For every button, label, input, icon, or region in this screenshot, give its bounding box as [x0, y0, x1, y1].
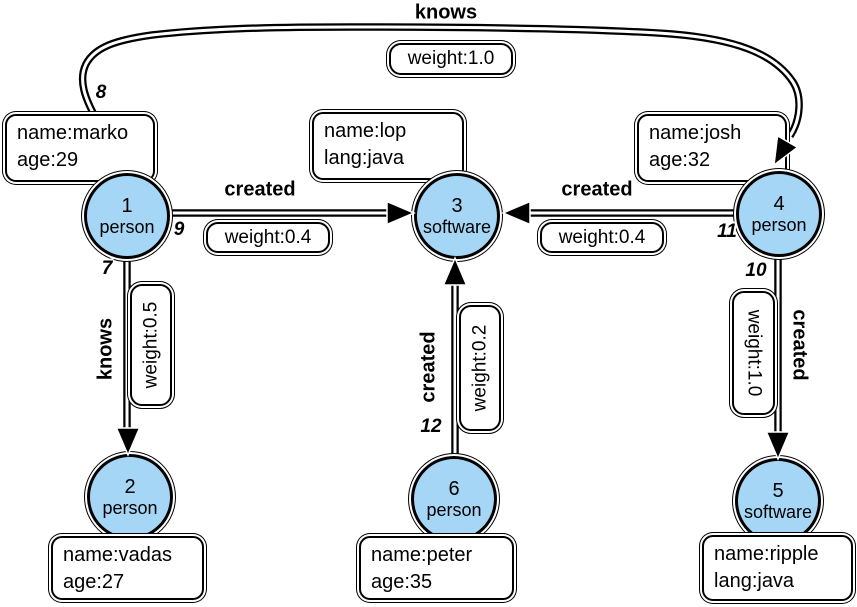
- node-type-label: person: [102, 498, 158, 518]
- node-type-label: software: [422, 217, 492, 237]
- property-line: name:ripple: [714, 543, 819, 565]
- edge-9-weight-box: weight:0.4: [206, 222, 330, 253]
- edge-11-arrowhead: [501, 200, 531, 226]
- property-line: lang:java: [324, 147, 405, 169]
- edge-12-arrowhead: [442, 256, 468, 286]
- edge-7-id: 7: [101, 258, 113, 279]
- node-id-label: 6: [448, 478, 460, 500]
- property-box-node-4: name:josh age:32: [637, 114, 787, 182]
- edge-10-id: 10: [745, 260, 767, 281]
- edge-12-weight-box: weight:0.2: [459, 305, 501, 431]
- property-line: name:peter: [371, 544, 473, 566]
- edge-10-arrowhead: [765, 431, 791, 461]
- edge-11-id: 11: [717, 221, 737, 242]
- property-line: age:29: [17, 149, 79, 171]
- edge-12-id: 12: [420, 416, 442, 437]
- edge-7-weight-box: weight:0.5: [130, 284, 172, 406]
- edge-8-id: 8: [95, 82, 107, 103]
- edge-11-weight-box: weight:0.4: [540, 222, 664, 253]
- node-id-label: 1: [121, 195, 133, 217]
- edge-7-arrowhead: [115, 427, 141, 457]
- property-line: age:32: [649, 149, 711, 171]
- property-line: name:marko: [17, 122, 129, 144]
- edge-8-line-core: [81, 25, 801, 137]
- property-line: name:vadas: [63, 544, 172, 566]
- edge-8-weight-box: weight:1.0: [389, 43, 513, 75]
- node-id-label: 5: [772, 480, 784, 502]
- node-type-label: person: [426, 500, 482, 520]
- property-box-node-6: name:peter age:35: [359, 536, 514, 600]
- edge-weight-label: weight:0.4: [558, 226, 646, 248]
- node-type-label: person: [99, 217, 155, 237]
- edge-weight-label: weight:0.5: [140, 301, 161, 389]
- edge-weight-label: weight:0.2: [469, 324, 490, 412]
- edge-10-weight-box: weight:1.0: [732, 291, 775, 415]
- edge-9-id: 9: [173, 219, 185, 240]
- edge-8-arrowhead: [773, 134, 799, 167]
- edge-9-label: created: [224, 178, 296, 201]
- edge-12-label: created: [417, 331, 440, 403]
- property-box-node-5: name:ripple lang:java: [702, 535, 853, 601]
- edge-7-label: knows: [94, 317, 117, 381]
- property-line: name:lop: [324, 120, 407, 142]
- node-id-label: 3: [451, 195, 463, 217]
- property-box-node-3: name:lop lang:java: [312, 112, 464, 180]
- node-type-label: software: [743, 502, 813, 522]
- property-line: name:josh: [649, 122, 742, 144]
- edge-weight-label: weight:1.0: [743, 309, 765, 397]
- node-id-label: 4: [773, 193, 785, 215]
- property-box-node-2: name:vadas age:27: [51, 536, 204, 600]
- node-id-label: 2: [124, 476, 136, 498]
- property-line: lang:java: [714, 570, 795, 592]
- property-line: age:35: [371, 571, 433, 593]
- edge-10-label: created: [788, 309, 811, 381]
- edge-8-label: knows: [414, 1, 478, 24]
- edge-weight-label: weight:0.4: [224, 226, 312, 248]
- edge-11-label: created: [561, 178, 633, 201]
- property-line: age:27: [63, 571, 125, 593]
- node-type-label: person: [751, 215, 807, 235]
- edge-weight-label: weight:1.0: [407, 48, 495, 69]
- edge-9-arrowhead: [386, 200, 416, 226]
- property-box-node-1: name:marko age:29: [5, 114, 155, 182]
